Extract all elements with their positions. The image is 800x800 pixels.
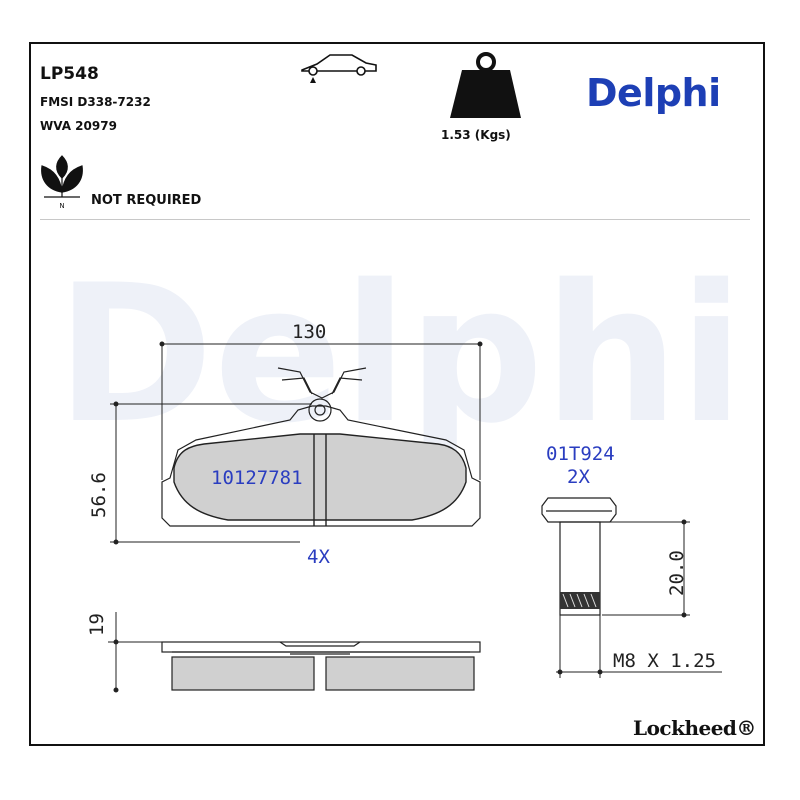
height-value: 56.6	[88, 472, 110, 518]
bolt-length-dimension	[602, 519, 690, 618]
thickness-dimension	[108, 612, 164, 693]
width-dimension	[159, 341, 483, 480]
eco-leaf-icon: N	[41, 155, 83, 210]
weight-value: 1.53 (Kgs)	[441, 128, 511, 142]
thickness-value: 19	[86, 613, 108, 636]
pad-front-view	[161, 367, 481, 527]
pad-quantity-label: 4X	[307, 546, 330, 568]
pad-code-label: 10127781	[211, 467, 303, 489]
thread-dimension	[556, 615, 722, 678]
side-friction-material	[171, 656, 475, 691]
weight-icon	[450, 52, 521, 118]
manufacturer-logo: Lockheed®	[633, 716, 756, 740]
fmsi-number: FMSI D338-7232	[40, 95, 151, 109]
part-number: LP548	[40, 64, 99, 84]
bolt-thread-lock	[560, 592, 600, 609]
pad-side-view	[161, 641, 481, 655]
car-icon	[301, 54, 377, 83]
wva-number: WVA 20979	[40, 119, 117, 133]
height-dimension	[110, 401, 312, 545]
header-divider	[40, 219, 750, 220]
thread-value: M8 X 1.25	[613, 650, 716, 672]
pad-slot	[313, 434, 327, 526]
bolt-length-value: 20.0	[666, 550, 688, 596]
bolt-quantity-label: 2X	[567, 466, 590, 488]
drawing-frame	[29, 42, 765, 746]
friction-material	[173, 433, 467, 521]
brand-logo: Delphi	[586, 71, 721, 115]
eco-icon-letter: N	[59, 202, 64, 210]
bolt-code-label: 01T924	[546, 443, 615, 465]
eco-status: NOT REQUIRED	[91, 193, 202, 208]
brand-watermark: Delphi	[56, 244, 744, 465]
width-value: 130	[292, 321, 326, 343]
